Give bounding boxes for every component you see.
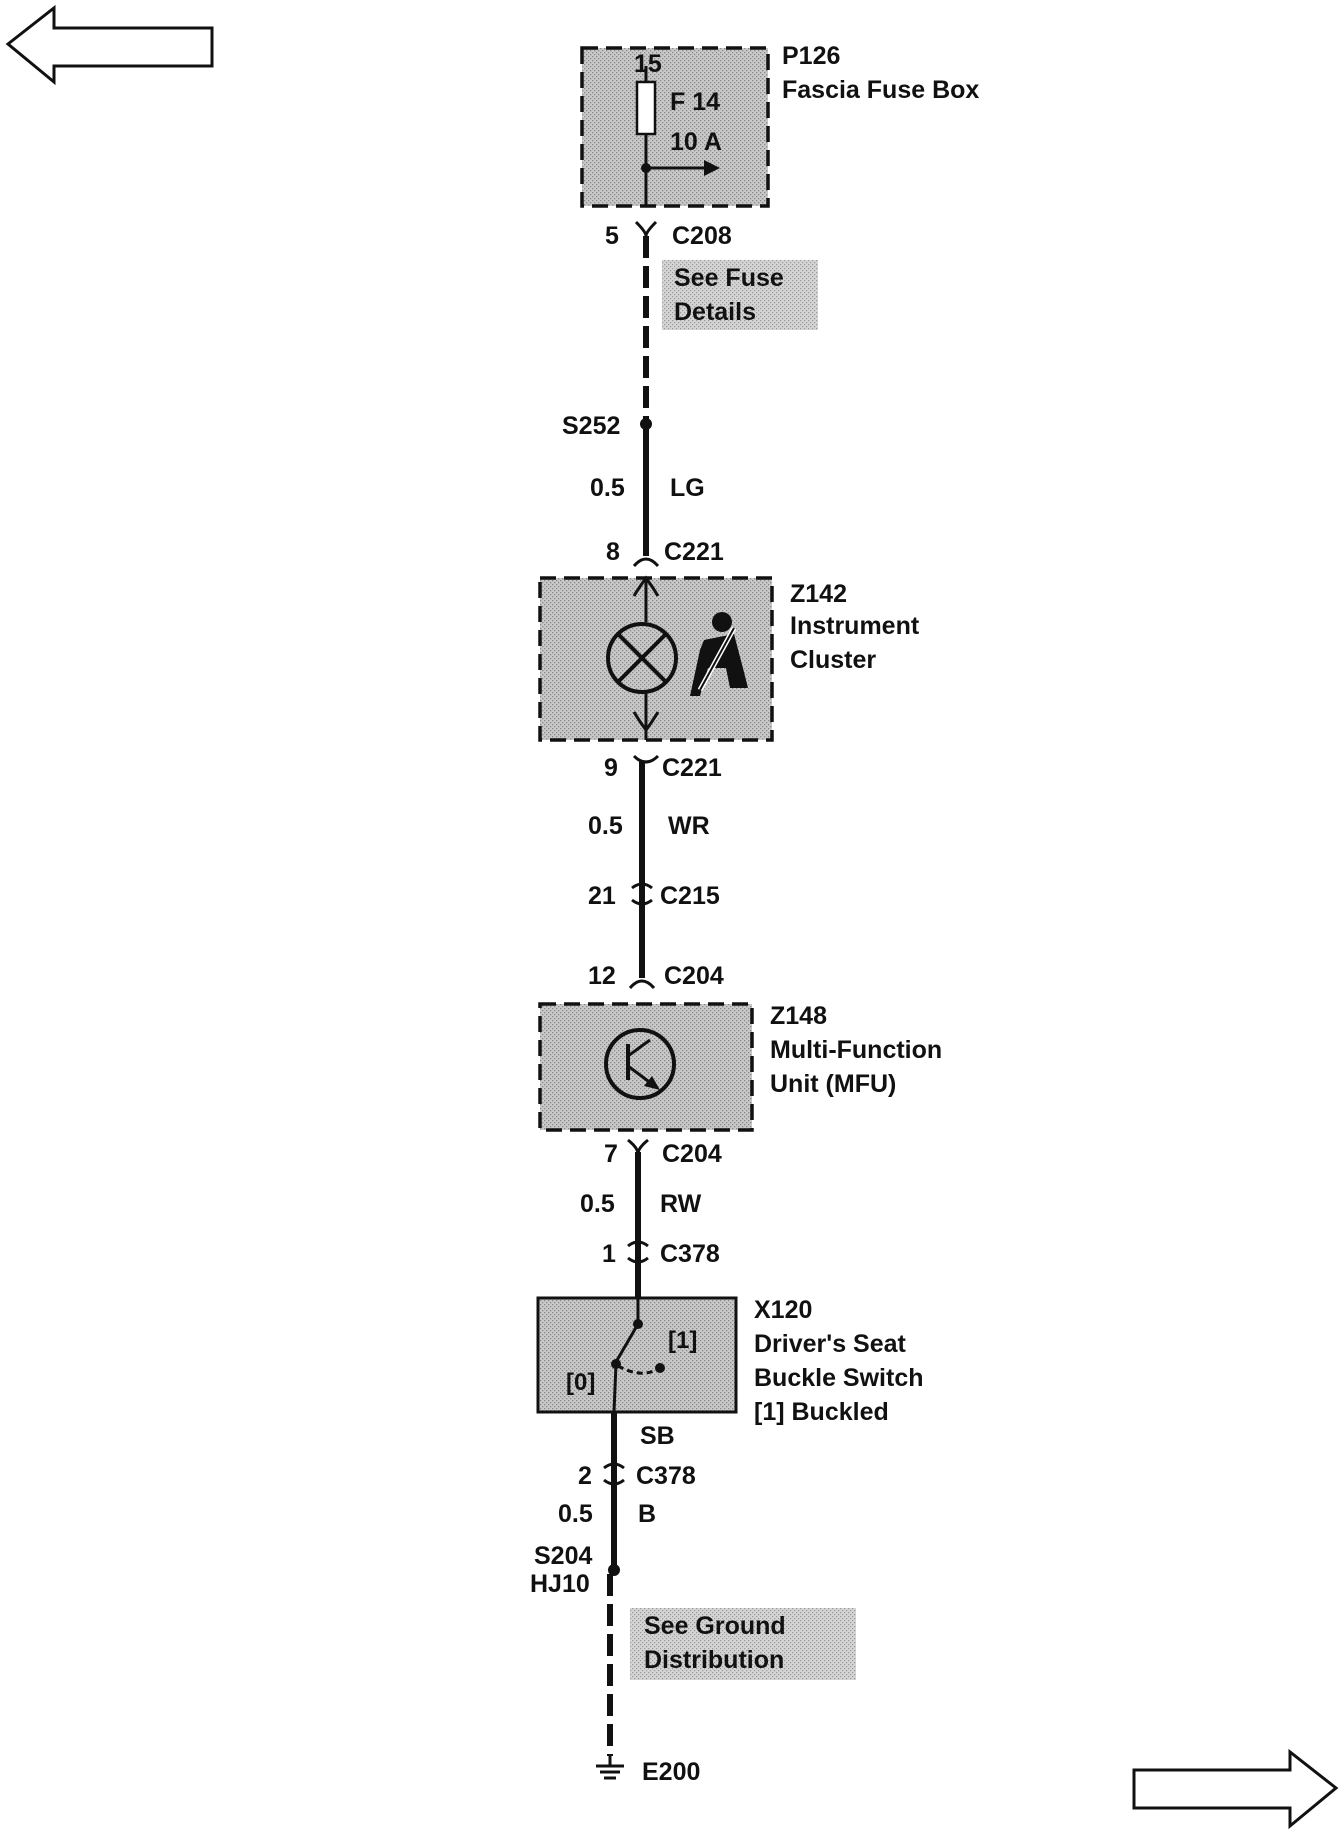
switch-pos1: [1]	[668, 1327, 697, 1354]
wire-b-size: 0.5	[558, 1500, 593, 1528]
wire-rw-color: RW	[660, 1190, 702, 1218]
fuse-note-line2: Details	[674, 298, 756, 326]
splice-s204	[608, 1564, 620, 1576]
ground-note-line2: Distribution	[644, 1646, 784, 1674]
mfu-id: Z148	[770, 1002, 827, 1030]
s252-label: S252	[562, 412, 620, 440]
c215-label: C215	[660, 882, 720, 910]
multi-function-unit	[538, 1002, 754, 1132]
fuse-details-note[interactable]: See Fuse Details	[662, 260, 818, 330]
c204-top-label: C204	[664, 962, 724, 990]
fuse-rating: 10 A	[670, 128, 722, 156]
connector-c204-bottom	[627, 1138, 649, 1155]
mfu-line1: Multi-Function	[770, 1036, 942, 1064]
wire-lg-color: LG	[670, 474, 705, 502]
connector-c378-top	[627, 1240, 649, 1264]
c378-bottom-pin: 2	[578, 1462, 592, 1490]
instrument-cluster	[538, 575, 774, 742]
c204-top-pin: 12	[588, 962, 616, 990]
ground-label: E200	[642, 1758, 700, 1786]
ground-icon	[596, 1756, 624, 1780]
connector-c204-top	[628, 979, 656, 990]
connector-c221-top	[632, 557, 660, 568]
cluster-line2: Cluster	[790, 646, 876, 674]
switch-id: X120	[754, 1296, 812, 1324]
cluster-id: Z142	[790, 580, 847, 608]
connector-c208	[634, 220, 658, 237]
fuse-box-name: Fascia Fuse Box	[782, 76, 979, 104]
mfu-line2: Unit (MFU)	[770, 1070, 896, 1098]
ground-note-line1: See Ground	[644, 1612, 786, 1640]
fuse-box: 15 F 14 10 A	[580, 46, 770, 208]
c221-bottom-label: C221	[662, 754, 722, 782]
wire-rw-size: 0.5	[580, 1190, 615, 1218]
switch-line1: Driver's Seat	[754, 1330, 907, 1358]
wire-wr-size: 0.5	[588, 812, 623, 840]
c378-bottom-label: C378	[636, 1462, 696, 1490]
c378-top-pin: 1	[602, 1240, 616, 1268]
fuse-box-pin: 15	[634, 50, 662, 78]
c204-bottom-pin: 7	[604, 1140, 618, 1168]
fuse-note-line1: See Fuse	[674, 264, 784, 292]
ground-distribution-note[interactable]: See Ground Distribution	[630, 1608, 856, 1680]
c221-top-label: C221	[664, 538, 724, 566]
c378-top-label: C378	[660, 1240, 720, 1268]
s204-label: S204	[534, 1542, 592, 1570]
switch-icon	[611, 1298, 665, 1413]
fuse-number: F 14	[670, 88, 720, 116]
connector-c215	[631, 882, 653, 906]
lamp-icon	[606, 622, 678, 694]
buckle-switch: [1] [0]	[536, 1296, 738, 1414]
c215-pin: 21	[588, 882, 616, 910]
fuse-icon	[635, 66, 720, 206]
c208-pin: 5	[605, 222, 619, 250]
c204-bottom-label: C204	[662, 1140, 722, 1168]
c221-top-pin: 8	[606, 538, 620, 566]
seatbelt-icon	[690, 612, 748, 696]
wire-wr-color: WR	[668, 812, 710, 840]
c221-bottom-pin: 9	[604, 754, 618, 782]
forward-arrow-icon[interactable]	[1132, 1748, 1339, 1830]
switch-line2: Buckle Switch	[754, 1364, 924, 1392]
s204-sub: HJ10	[530, 1570, 590, 1598]
transistor-icon	[604, 1028, 676, 1100]
wire-lg-size: 0.5	[590, 474, 625, 502]
c208-label: C208	[672, 222, 732, 250]
wire-b-color: B	[638, 1500, 656, 1528]
switch-line3: [1] Buckled	[754, 1398, 889, 1426]
cluster-line1: Instrument	[790, 612, 920, 640]
connector-c221-bottom	[632, 754, 660, 764]
wire-sb-color: SB	[640, 1422, 675, 1450]
connector-c378-bottom	[603, 1462, 625, 1486]
fuse-box-id: P126	[782, 42, 840, 70]
switch-pos0: [0]	[566, 1369, 595, 1396]
back-arrow-icon[interactable]	[5, 4, 214, 86]
